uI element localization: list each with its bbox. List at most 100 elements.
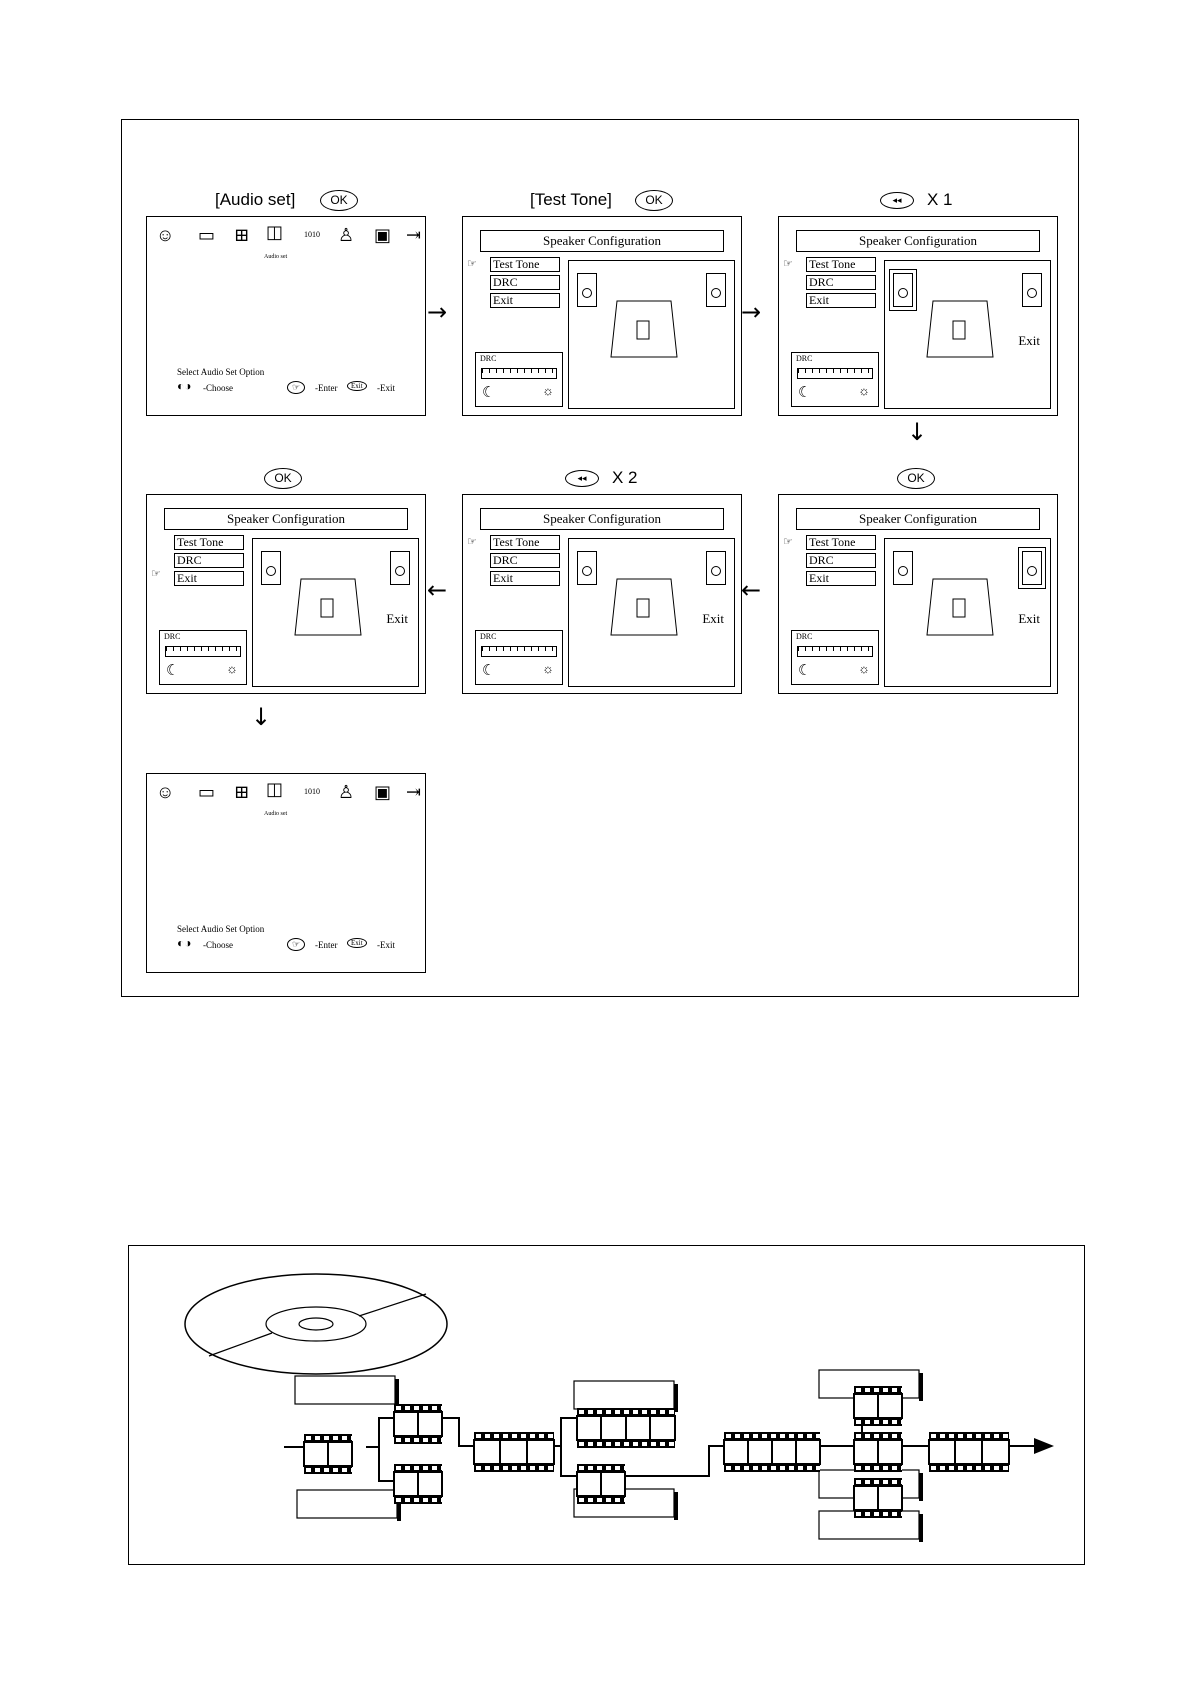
speaker-highlight xyxy=(1018,547,1046,589)
expand-icon: ⊞ xyxy=(234,225,250,245)
listening-room-icon xyxy=(610,578,678,636)
left-speaker-icon[interactable] xyxy=(893,273,913,307)
menu-item-test-tone[interactable]: Test Tone xyxy=(490,257,560,272)
monitor-icon: ▭ xyxy=(198,782,216,802)
menu-item-exit[interactable]: Exit xyxy=(806,293,876,308)
menu-item-test-tone[interactable]: Test Tone xyxy=(806,535,876,550)
menu-item-drc[interactable]: DRC xyxy=(490,553,560,568)
menu-item-drc[interactable]: DRC xyxy=(806,275,876,290)
ok-button-icon: OK xyxy=(897,468,935,489)
arrow-keys-icon: ◐◑ xyxy=(177,379,192,393)
menu-item-drc[interactable]: DRC xyxy=(174,553,244,568)
drc-slider[interactable] xyxy=(481,368,557,379)
left-speaker-icon xyxy=(577,273,597,307)
menu-icon-row: ☺ ▭ ⊞ ◫ Audio set 1010 ♙ ▣ ⇥ xyxy=(156,779,422,817)
exit-door-icon: ⇥ xyxy=(406,782,422,802)
enter-hint: -Enter xyxy=(315,940,338,950)
drc-slider[interactable] xyxy=(797,368,873,379)
people-icon: ♙ xyxy=(338,225,355,245)
speaker-highlight xyxy=(889,269,917,311)
drc-slider[interactable] xyxy=(165,646,241,657)
menu-prompt: Select Audio Set Option xyxy=(177,367,265,377)
speaker-config-screen-6: Speaker Configuration ☞ Test Tone DRC Ex… xyxy=(146,494,426,694)
enter-key-icon: ☞ xyxy=(287,381,306,394)
monitor-icon: ▭ xyxy=(198,225,216,245)
choose-hint: -Choose xyxy=(203,940,233,950)
menu-item-exit[interactable]: Exit xyxy=(806,571,876,586)
flow-diagram-frame: [Audio set] OK [Test Tone] OK ◂◂ X 1 OK … xyxy=(121,119,1079,997)
hand-pointer-icon: ☞ xyxy=(783,536,793,548)
speaker-stage: Exit xyxy=(884,260,1051,409)
label-boxes xyxy=(294,1369,920,1540)
speaker-config-title: Speaker Configuration xyxy=(480,508,724,530)
menu-item-test-tone[interactable]: Test Tone xyxy=(490,535,560,550)
left-speaker-icon[interactable] xyxy=(577,551,597,585)
exit-hint: -Exit xyxy=(377,940,395,950)
drc-label: DRC xyxy=(164,632,181,641)
speaker-config-screen-5: Speaker Configuration ☞ Test Tone DRC Ex… xyxy=(462,494,742,694)
drc-slider[interactable] xyxy=(797,646,873,657)
speaker-pair-icon: ◫ xyxy=(266,779,284,799)
right-speaker-icon[interactable] xyxy=(1022,273,1042,307)
right-speaker-icon xyxy=(706,273,726,307)
drc-slider[interactable] xyxy=(481,646,557,657)
menu-item-drc[interactable]: DRC xyxy=(490,275,560,290)
audio-set-icon-label: Audio set xyxy=(264,254,288,260)
disc-structure-diagram xyxy=(184,1273,1054,1542)
audio-set-menu-screen-return: ☺ ▭ ⊞ ◫ Audio set 1010 ♙ ▣ ⇥ Select Audi… xyxy=(146,773,426,973)
menu-item-exit[interactable]: Exit xyxy=(490,571,560,586)
speaker-config-screen-3: Speaker Configuration ☞ Test Tone DRC Ex… xyxy=(778,216,1058,416)
window-icon: ▣ xyxy=(374,782,392,802)
left-arrow-icon: ← xyxy=(741,576,762,604)
moon-icon: ☾ xyxy=(798,385,812,401)
expand-icon: ⊞ xyxy=(234,782,250,802)
digital-icon-label: 1010 xyxy=(304,230,320,239)
step-rewind-x2-caption: X 2 xyxy=(612,468,638,487)
film-strips xyxy=(303,1386,1010,1518)
ok-button-icon: OK xyxy=(635,190,673,211)
speaker-stage: Exit xyxy=(884,538,1051,687)
exit-label[interactable]: Exit xyxy=(702,611,724,626)
arrow-keys-icon: ◐◑ xyxy=(177,936,192,950)
output-arrow-icon xyxy=(1034,1438,1054,1454)
listening-room-icon xyxy=(926,578,994,636)
step-rewind-x1-caption: X 1 xyxy=(927,190,953,209)
drc-panel: DRC ☾ ☼ xyxy=(791,352,879,407)
hand-pointer-icon: ☞ xyxy=(783,258,793,270)
hand-pointer-icon: ☞ xyxy=(151,568,161,580)
drc-label: DRC xyxy=(796,354,813,363)
right-arrow-icon: → xyxy=(741,298,762,326)
exit-label[interactable]: Exit xyxy=(1018,611,1040,626)
rewind-button-icon: ◂◂ xyxy=(565,470,599,487)
audio-set-icon-label: Audio set xyxy=(264,811,288,817)
moon-icon: ☾ xyxy=(166,663,180,679)
menu-item-exit[interactable]: Exit xyxy=(490,293,560,308)
speaker-stage: Exit xyxy=(252,538,419,687)
speaker-config-title: Speaker Configuration xyxy=(164,508,408,530)
speaker-config-screen-4: Speaker Configuration ☞ Test Tone DRC Ex… xyxy=(778,494,1058,694)
hand-pointer-icon: ☞ xyxy=(467,258,477,270)
menu-icon-row: ☺ ▭ ⊞ ◫ Audio set 1010 ♙ ▣ ⇥ xyxy=(156,222,421,260)
left-speaker-icon[interactable] xyxy=(261,551,281,585)
exit-label[interactable]: Exit xyxy=(386,611,408,626)
exit-label[interactable]: Exit xyxy=(1018,333,1040,348)
down-arrow-icon: ↓ xyxy=(907,418,928,446)
menu-item-exit[interactable]: Exit xyxy=(174,571,244,586)
menu-item-drc[interactable]: DRC xyxy=(806,553,876,568)
rewind-button-icon: ◂◂ xyxy=(880,192,914,209)
moon-icon: ☾ xyxy=(482,663,496,679)
right-speaker-icon[interactable] xyxy=(1022,551,1042,585)
menu-item-test-tone[interactable]: Test Tone xyxy=(174,535,244,550)
menu-prompt: Select Audio Set Option xyxy=(177,924,265,934)
right-speaker-icon[interactable] xyxy=(390,551,410,585)
left-speaker-icon[interactable] xyxy=(893,551,913,585)
drc-panel: DRC ☾ ☼ xyxy=(475,630,563,685)
ok-button-icon: OK xyxy=(320,190,358,211)
right-arrow-icon: → xyxy=(427,298,448,326)
right-speaker-icon[interactable] xyxy=(706,551,726,585)
menu-item-test-tone[interactable]: Test Tone xyxy=(806,257,876,272)
listening-room-icon xyxy=(926,300,994,358)
face-icon: ☺ xyxy=(156,782,175,802)
speaker-config-title: Speaker Configuration xyxy=(480,230,724,252)
moon-icon: ☾ xyxy=(482,385,496,401)
